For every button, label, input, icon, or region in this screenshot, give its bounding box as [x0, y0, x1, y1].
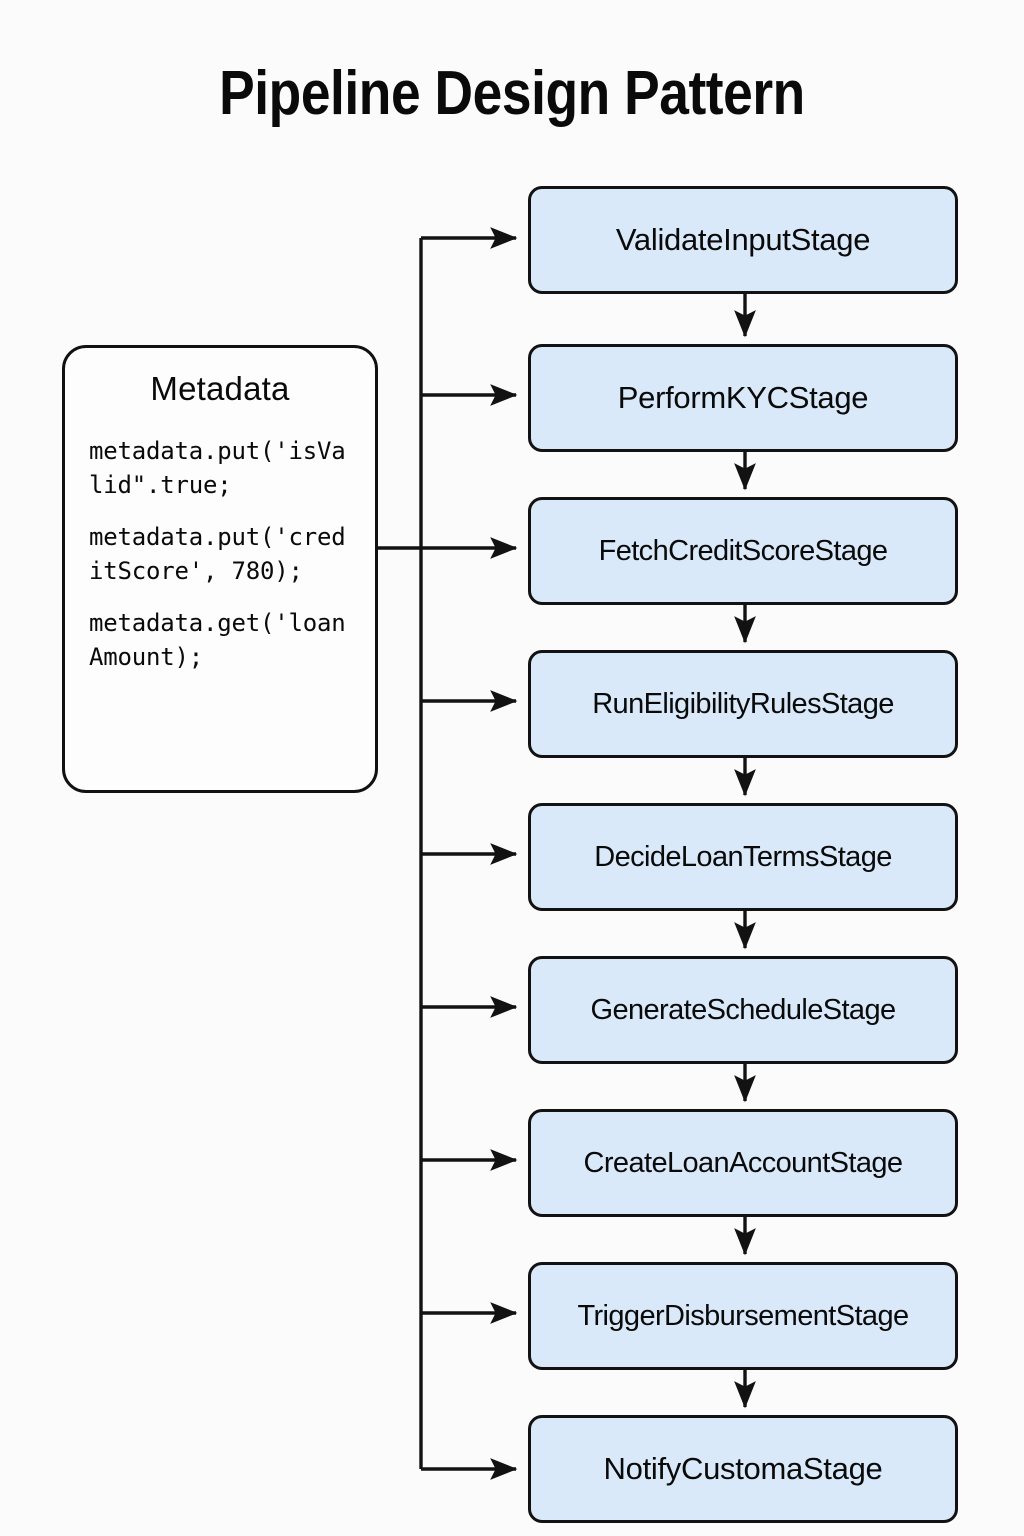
stage-label: RunEligibilityRulesStage: [592, 687, 894, 720]
stage-box-run-eligibility-rules[interactable]: RunEligibilityRulesStage: [528, 650, 958, 758]
stage-box-notify-customa[interactable]: NotifyCustomaStage: [528, 1415, 958, 1523]
metadata-code-line: metadata.get('loanAmount);: [89, 609, 346, 672]
stage-label: TriggerDisbursementStage: [577, 1299, 909, 1332]
stage-label: PerformKYCStage: [617, 380, 869, 415]
metadata-code-line: metadata.put('isValid".true;: [89, 437, 346, 500]
stage-label: ValidateInputStage: [615, 222, 871, 257]
stage-label: GenerateScheduleStage: [590, 993, 896, 1026]
stage-box-validate-input[interactable]: ValidateInputStage: [528, 186, 958, 294]
stage-box-create-loan-account[interactable]: CreateLoanAccountStage: [528, 1109, 958, 1217]
stage-label: DecideLoanTermsStage: [594, 840, 892, 873]
stage-box-decide-loan-terms[interactable]: DecideLoanTermsStage: [528, 803, 958, 911]
stage-box-trigger-disbursement[interactable]: TriggerDisbursementStage: [528, 1262, 958, 1370]
stage-box-generate-schedule[interactable]: GenerateScheduleStage: [528, 956, 958, 1064]
stage-box-fetch-credit-score[interactable]: FetchCreditScoreStage: [528, 497, 958, 605]
stage-label: CreateLoanAccountStage: [583, 1146, 904, 1179]
metadata-card-heading: Metadata: [150, 370, 290, 407]
stage-label: NotifyCustomaStage: [603, 1451, 883, 1486]
stage-box-perform-kyc[interactable]: PerformKYCStage: [528, 344, 958, 452]
metadata-code-line: metadata.put('creditScore', 780);: [89, 523, 346, 586]
stage-label: FetchCreditScoreStage: [598, 534, 888, 567]
page-title: Pipeline Design Pattern: [219, 59, 805, 128]
metadata-card[interactable]: Metadata metadata.put('isValid".true; me…: [62, 345, 378, 793]
